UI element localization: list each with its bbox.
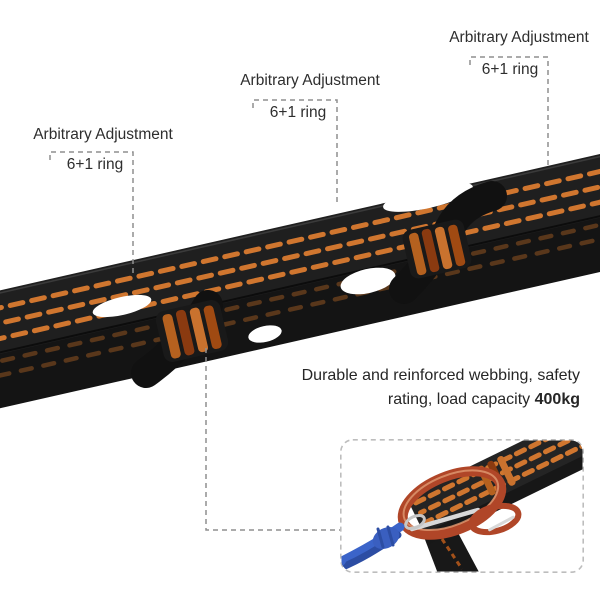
loop-eye (340, 267, 396, 295)
capacity-caption: Durable and reinforced webbing, safety r… (290, 364, 580, 412)
loop-eye (92, 294, 152, 318)
inset-photo (341, 440, 583, 572)
callout-title: Arbitrary Adjustment (33, 126, 173, 143)
inset-rope-blue (341, 522, 405, 572)
stitch-row (0, 218, 600, 387)
callout-subtitle: 6+1 ring (269, 104, 327, 121)
stitch-row (0, 204, 600, 374)
strap-photo (0, 139, 600, 416)
callout-title: Arbitrary Adjustment (449, 29, 589, 46)
callout-bracket-left (49, 151, 134, 273)
caption-line1: Durable and reinforced webbing, safety (301, 367, 580, 384)
loop-eye (248, 325, 282, 343)
inset-carabiner-small (468, 502, 522, 536)
loop-eye (383, 182, 473, 212)
inset-metal-ring (404, 513, 426, 531)
band-highlight (0, 141, 600, 307)
inset-hanging-strap-stitch (440, 538, 464, 570)
callout-bracket-right (469, 56, 549, 165)
inset-carabiner-large (397, 466, 507, 540)
caption-line2: rating, load capacity (387, 391, 535, 408)
stitch-row (0, 168, 600, 338)
stitch-row (0, 153, 600, 323)
inset-connector-line (205, 348, 340, 531)
callout-subtitle: 6+1 ring (66, 156, 124, 173)
callout-bracket-middle (252, 99, 338, 205)
callout-middle: Arbitrary Adjustment (220, 72, 400, 89)
caption-capacity-value: 400kg (534, 391, 580, 408)
callout-title: Arbitrary Adjustment (240, 72, 380, 89)
bar-tack-right (402, 219, 472, 279)
callout-right: Arbitrary Adjustment (429, 29, 600, 46)
callout-subtitle: 6+1 ring (481, 61, 539, 78)
band-shadow (0, 197, 600, 364)
stitch-row (0, 182, 600, 352)
callout-left: Arbitrary Adjustment (13, 126, 193, 143)
inset-carabiner-gate (409, 507, 481, 532)
bar-tack-left (155, 300, 229, 362)
